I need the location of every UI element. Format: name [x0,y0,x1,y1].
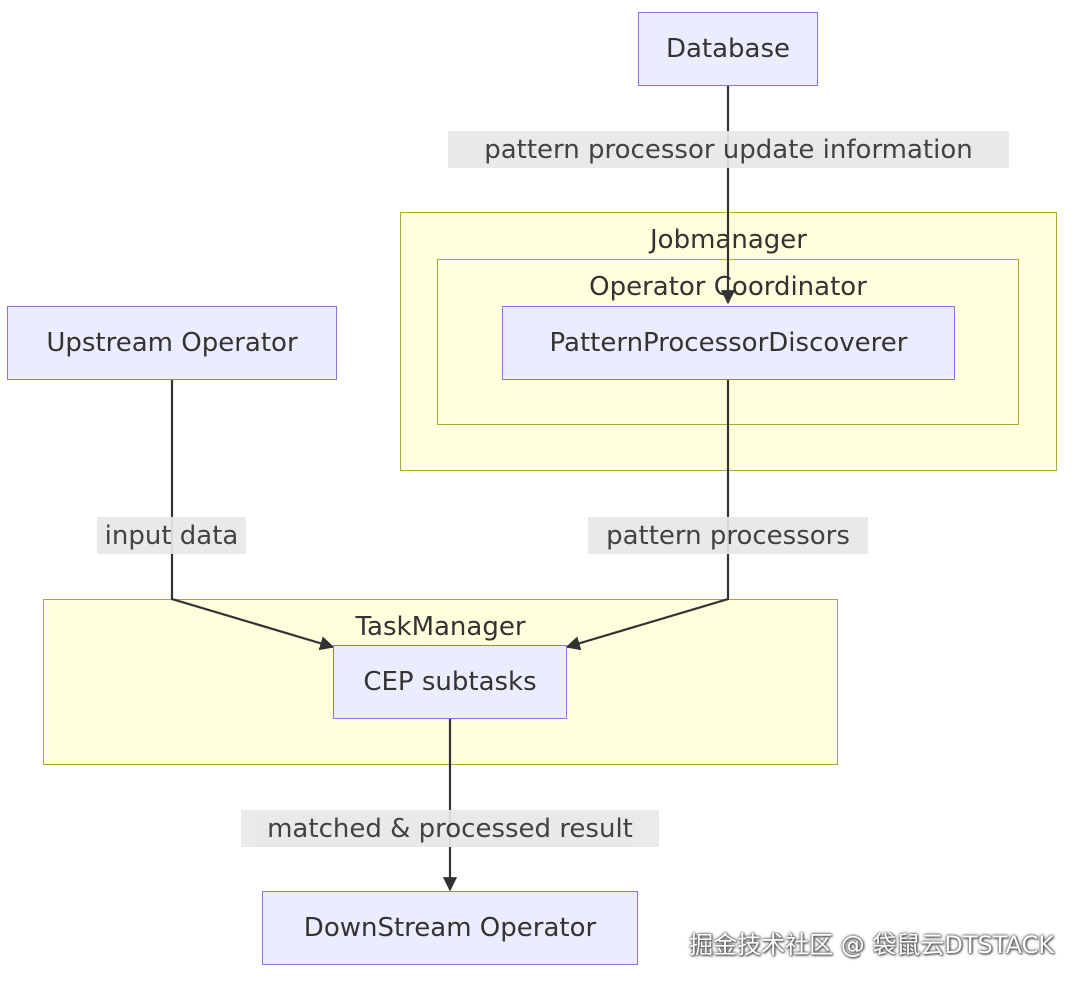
edge-label-update-information: pattern processor update information [448,131,1009,168]
downstream-operator-node: DownStream Operator [262,891,638,965]
upstream-operator-node: Upstream Operator [7,306,337,380]
taskmanager-cluster-title: TaskManager [355,612,526,642]
edge-discoverer-to-cep [565,379,730,651]
watermark-text: 掘金技术社区 @ 袋鼠云DTSTACK [689,931,1054,959]
pattern-processor-discoverer-node: PatternProcessorDiscoverer [502,306,955,380]
edge-upstream-to-cep [170,379,335,651]
edge-label-matched-processed-result: matched & processed result [241,810,659,847]
database-node: Database [638,12,818,86]
edge-label-pattern-processors: pattern processors [588,517,868,554]
edge-label-input-data: input data [97,517,246,554]
cep-subtasks-node: CEP subtasks [333,645,567,719]
